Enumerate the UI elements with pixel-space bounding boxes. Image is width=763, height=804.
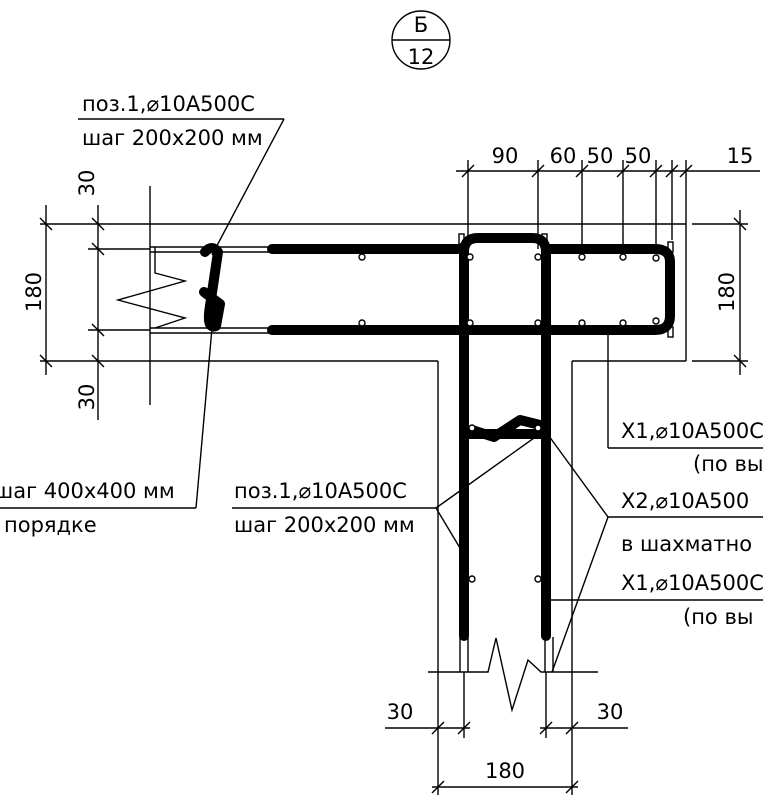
dim-bottom-30-right: 30 bbox=[597, 700, 624, 724]
dim-top-60: 60 bbox=[550, 144, 577, 168]
callout-x1-top-line1: Х1,⌀10А500С bbox=[621, 419, 763, 443]
bottom-dimensions: 30 30 180 bbox=[385, 672, 628, 795]
dim-top-90: 90 bbox=[492, 144, 519, 168]
axis-marker: Б 12 bbox=[391, 10, 451, 70]
dim-top-15: 15 bbox=[727, 144, 754, 168]
right-dimension: 180 bbox=[692, 210, 748, 375]
axis-sheet: 12 bbox=[408, 45, 435, 69]
dim-left-30-bottom: 30 bbox=[75, 384, 99, 411]
dim-left-30-top: 30 bbox=[75, 170, 99, 197]
callout-left-cut-line2: порядке bbox=[4, 513, 97, 537]
callout-left-cut-line1: шаг 400х400 мм bbox=[0, 479, 175, 503]
axis-letter: Б bbox=[414, 13, 428, 37]
top-dimension-chain: 90 60 50 50 15 bbox=[456, 144, 760, 249]
callout-x1-bot-line2: (по вы bbox=[683, 605, 753, 629]
callout-x1-top-line2: (по вы bbox=[693, 452, 763, 476]
dim-top-50b: 50 bbox=[625, 144, 652, 168]
callouts: поз.1,⌀10А500С шаг 200х200 мм шаг 400х40… bbox=[0, 92, 763, 629]
dim-right-180: 180 bbox=[715, 272, 739, 312]
callout-pos1-mid-line2: шаг 200х200 мм bbox=[234, 513, 415, 537]
left-dimension-chain: 30 180 30 bbox=[22, 170, 150, 420]
callout-x1-bot-line1: Х1,⌀10А500С bbox=[621, 571, 763, 595]
rebar-dots bbox=[358, 253, 660, 583]
leader-lines bbox=[0, 118, 763, 673]
callout-x2-line2: в шахматно bbox=[621, 532, 752, 556]
concrete-outline bbox=[149, 186, 687, 672]
dim-top-50a: 50 bbox=[587, 144, 614, 168]
rebar bbox=[199, 233, 675, 641]
dim-left-180: 180 bbox=[22, 272, 46, 312]
callout-pos1-mid-line1: поз.1,⌀10А500С bbox=[234, 479, 407, 503]
break-lines bbox=[115, 247, 598, 713]
dim-bottom-180: 180 bbox=[485, 759, 525, 783]
dim-bottom-30-left: 30 bbox=[387, 700, 414, 724]
callout-pos1-top-line1: поз.1,⌀10А500С bbox=[82, 92, 255, 116]
callout-x2-line1: Х2,⌀10А500 bbox=[621, 489, 749, 513]
callout-pos1-top-line2: шаг 200х200 мм bbox=[82, 126, 263, 150]
